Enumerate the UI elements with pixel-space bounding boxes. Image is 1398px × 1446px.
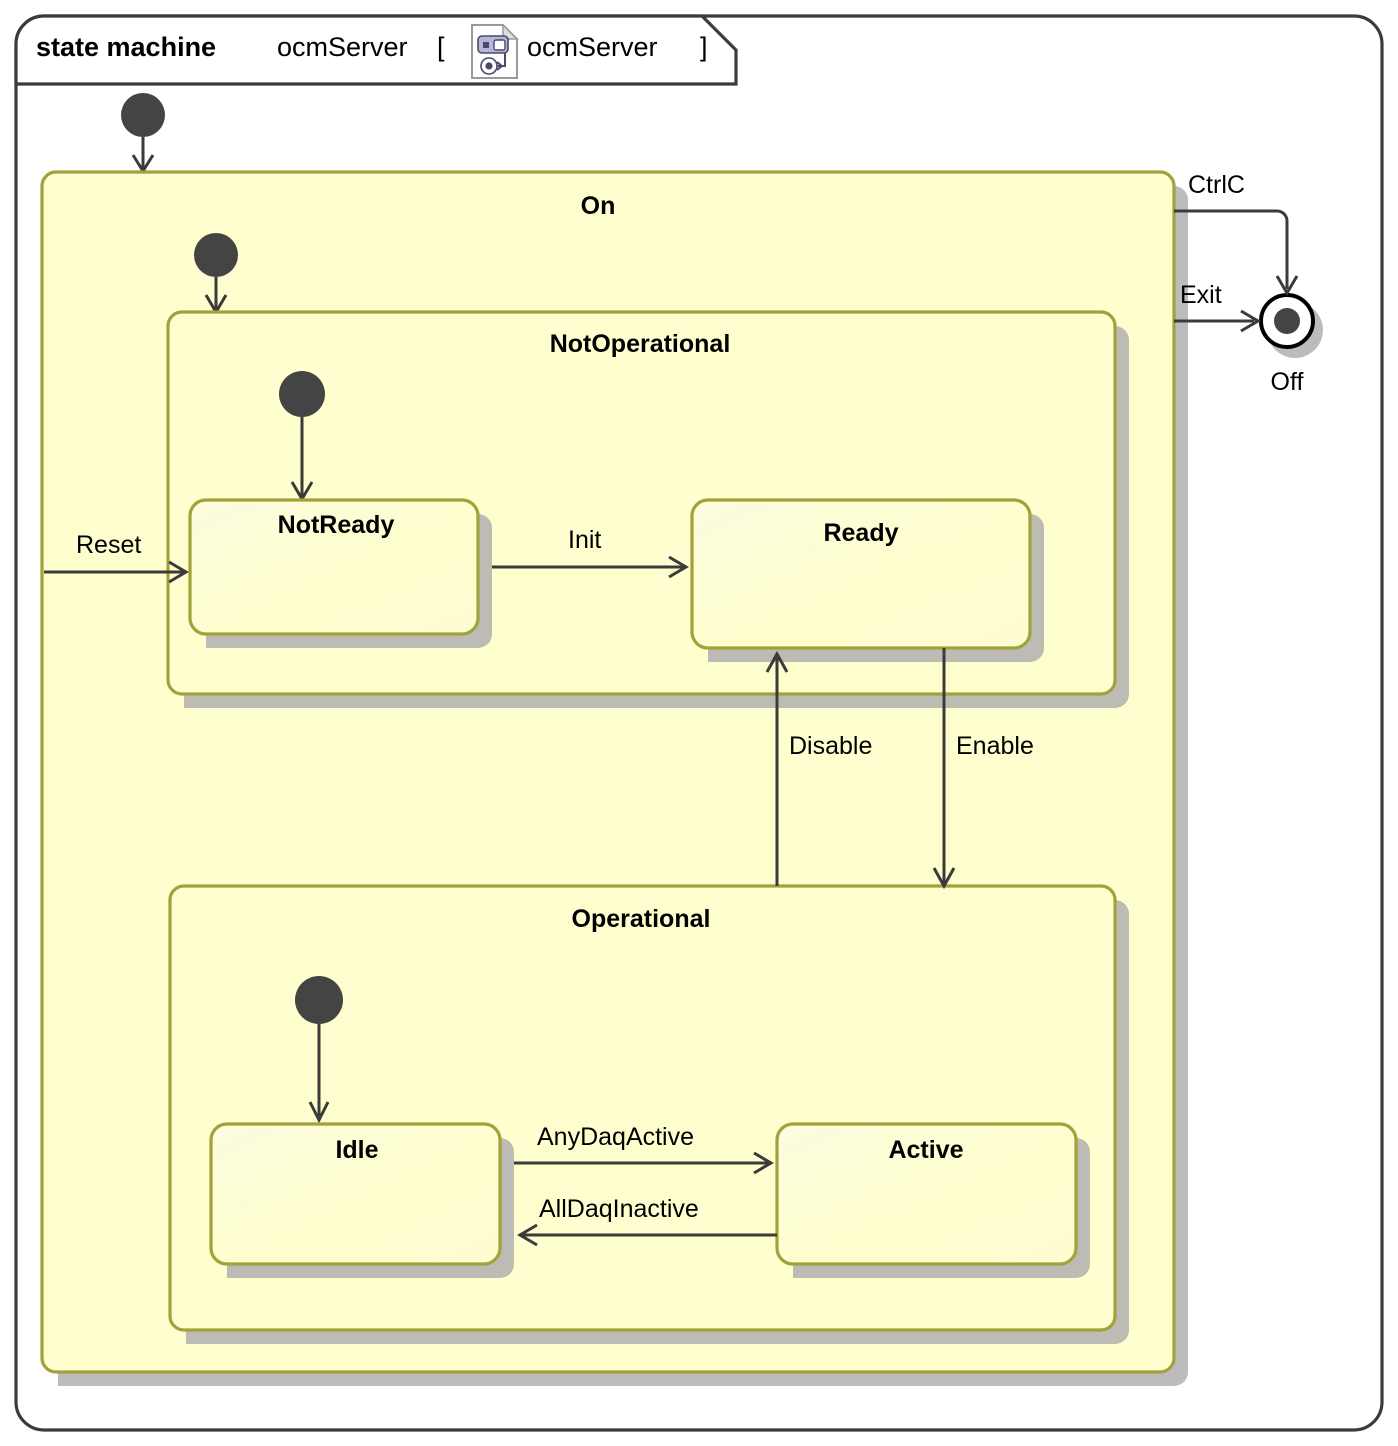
state-active[interactable] [775,1122,1078,1266]
transition-label-disable: Disable [789,732,872,760]
transition-label-exit: Exit [1180,281,1222,309]
frame-qualifier: ocmServer [527,32,658,62]
arrowhead-idle-to-active [753,1151,774,1175]
state-notready[interactable] [188,498,480,636]
transition-label-ctrlc: CtrlC [1188,171,1245,199]
arrowhead-notready-to-ready [668,555,689,579]
arrowhead-reset [168,560,189,584]
frame-bracket-close: ] [700,32,708,62]
transition-label-reset: Reset [76,531,141,559]
arrowhead-ctrlc [1275,275,1299,296]
frame-bracket-open: [ [437,32,445,62]
state-on-label: On [581,192,616,220]
state-ready[interactable] [690,498,1032,650]
frame-kind-label: state machine [36,32,216,62]
frame-machine-name: ocmServer [277,32,408,62]
state-operational-label: Operational [572,905,711,933]
arrowhead-enable [932,867,956,890]
transition-ctrlc [1174,209,1289,289]
final-state-off-core [1274,308,1300,334]
arrowhead-operational-initial-to-idle [308,1101,330,1124]
transition-label-alldaqinactive: AllDaqInactive [539,1195,699,1223]
transition-label-enable: Enable [956,732,1034,760]
state-notoperational-label: NotOperational [550,330,731,358]
state-ready-label: Ready [823,519,898,547]
state-notready-label: NotReady [278,511,395,539]
arrowhead-exit [1240,309,1261,333]
state-machine-document-icon [471,23,519,79]
initial-state-node-notoperational [279,371,325,417]
initial-state-node-on [194,233,238,277]
final-state-off-label: Off [1271,368,1304,396]
arrowhead-active-to-idle [517,1223,538,1247]
state-idle-label: Idle [335,1136,378,1164]
state-idle[interactable] [209,1122,502,1266]
transition-label-anydaqactive: AnyDaqActive [537,1123,694,1151]
state-active-label: Active [888,1136,963,1164]
arrowhead-disable [765,650,789,673]
initial-state-node-root [121,93,165,137]
frame-title-tab [14,14,738,86]
initial-state-node-operational [295,976,343,1024]
transition-label-init: Init [568,526,601,554]
